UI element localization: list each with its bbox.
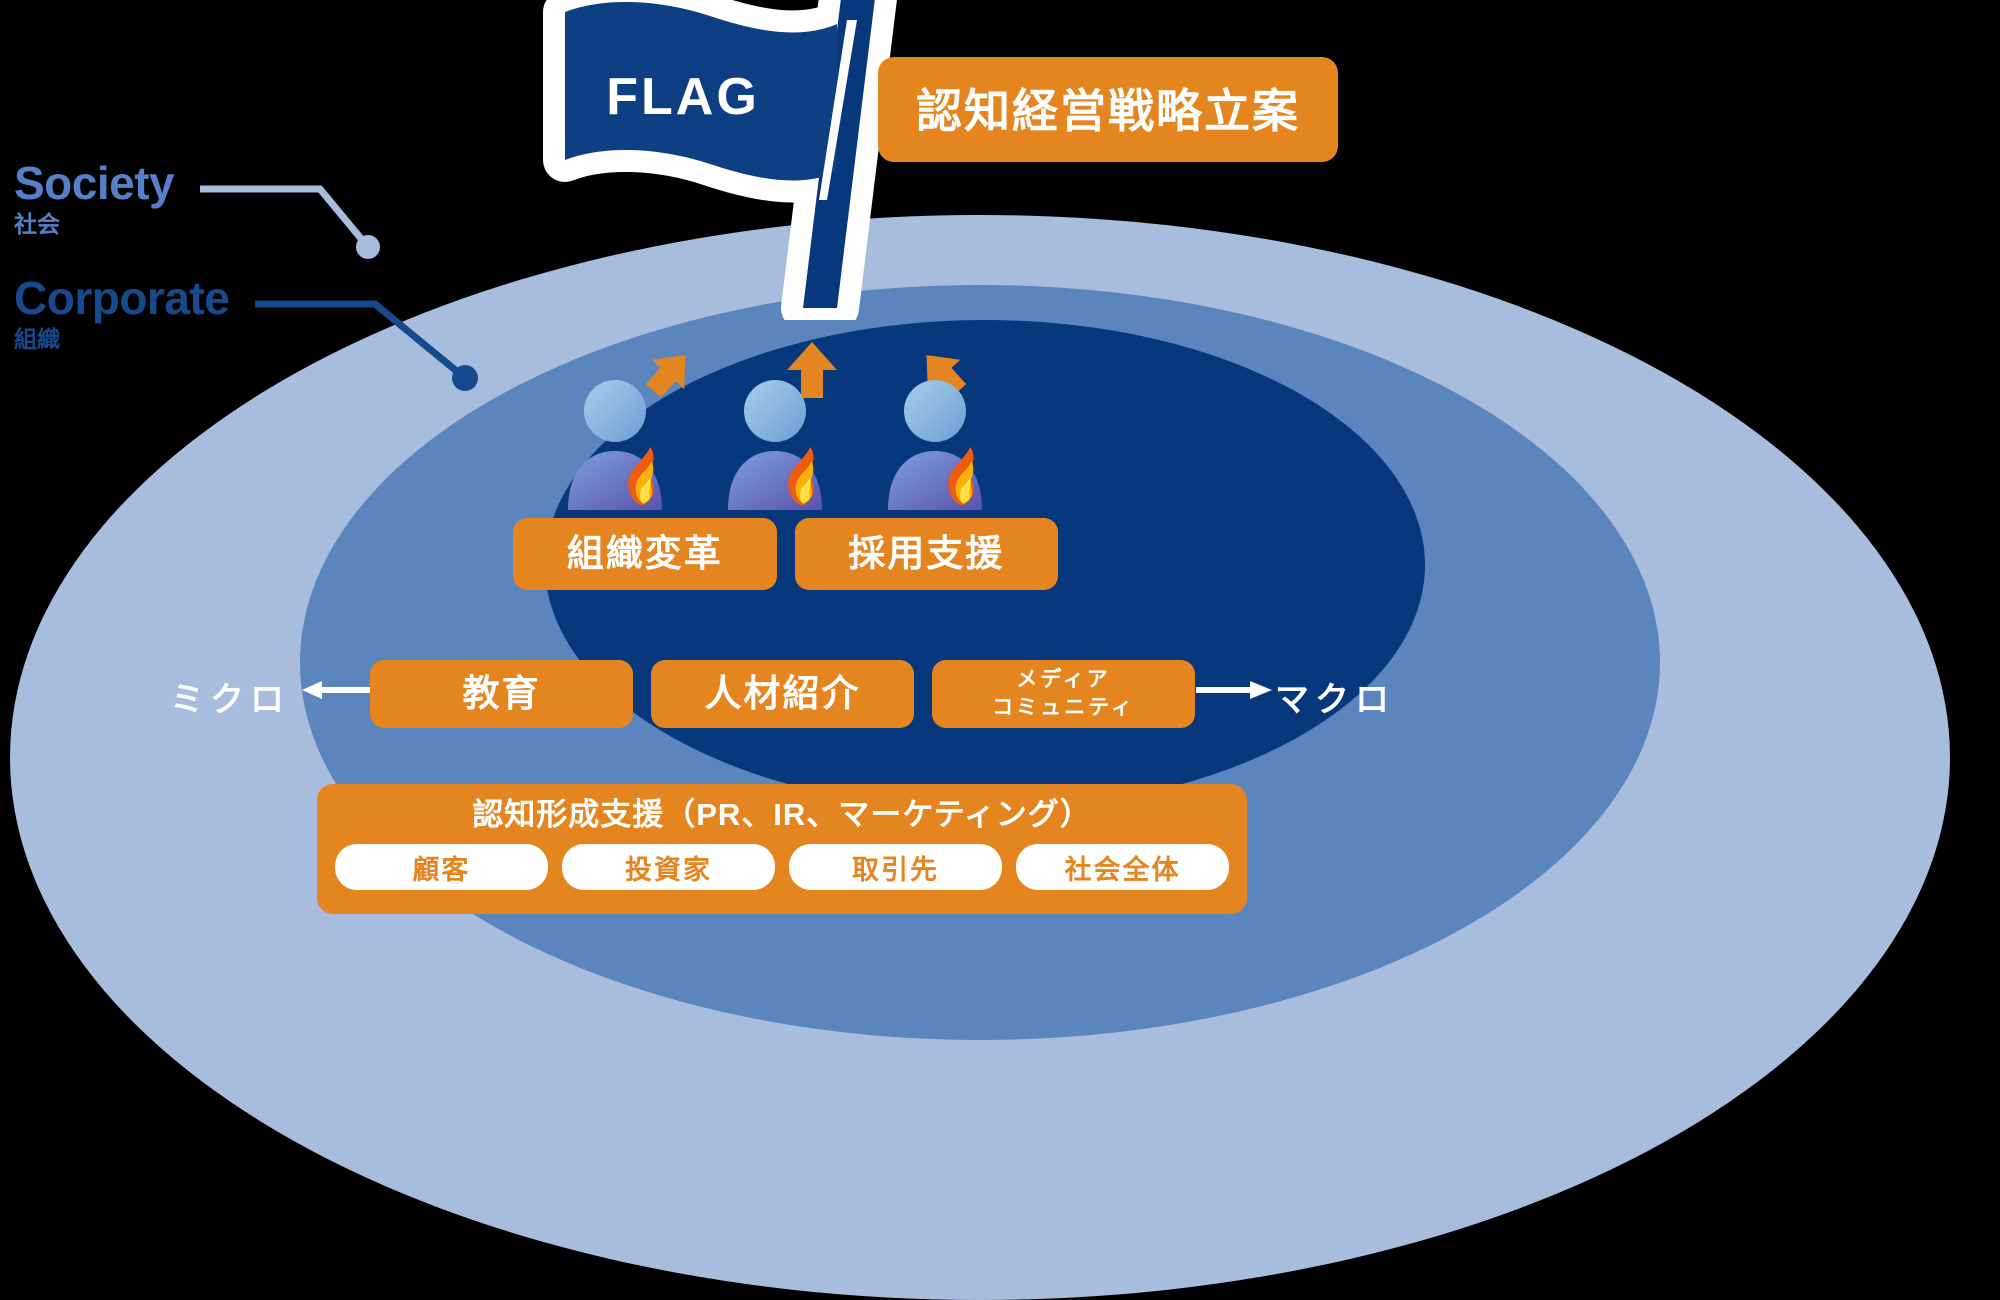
service-pill-recruitment-agency[interactable]: 人材紹介: [651, 660, 914, 728]
target-pill-society[interactable]: 社会全体: [1016, 844, 1229, 891]
service-pill-recruiting[interactable]: 採用支援: [794, 518, 1058, 590]
people-row: [560, 370, 1010, 510]
awareness-target-list: 顧客 投資家 取引先 社会全体: [335, 844, 1229, 891]
society-label: Society 社会: [14, 157, 175, 237]
flag-icon: FLAG: [455, 0, 935, 320]
target-pill-investors[interactable]: 投資家: [562, 844, 775, 891]
service-pill-media-community[interactable]: メディア コミュニティ: [932, 660, 1195, 728]
arrow-left-icon: [302, 681, 372, 699]
person-left-icon: [560, 375, 690, 510]
society-leader-line: [200, 185, 380, 259]
target-pill-customers[interactable]: 顧客: [335, 844, 548, 891]
awareness-support-panel: 認知形成支援（PR、IR、マーケティング） 顧客 投資家 取引先 社会全体: [317, 784, 1247, 914]
growth-arrows-icon: [645, 342, 967, 398]
organization-services-row: 組織変革 採用支援: [513, 518, 1058, 590]
flag-label: FLAG: [606, 68, 760, 126]
media-line-2: コミュニティ: [992, 696, 1135, 719]
corporate-leader-line: [255, 300, 478, 391]
corporate-label-en: Corporate: [14, 272, 230, 324]
strategy-badge: 認知経営戦略立案: [878, 57, 1338, 162]
person-center-icon: [720, 375, 850, 510]
awareness-panel-title: 認知形成支援（PR、IR、マーケティング）: [472, 797, 1092, 832]
service-pill-org-change[interactable]: 組織変革: [513, 518, 777, 590]
person-right-icon: [880, 375, 1010, 510]
service-spectrum-row: 教育 人材紹介 メディア コミュニティ: [370, 660, 1195, 728]
society-label-en: Society: [14, 157, 175, 209]
corporate-label-jp: 組織: [14, 326, 60, 352]
axis-label-micro: ミクロ: [170, 681, 290, 719]
corporate-label: Corporate 組織: [14, 272, 230, 352]
axis-label-macro: マクロ: [1275, 681, 1395, 719]
target-pill-partners[interactable]: 取引先: [789, 844, 1002, 891]
service-pill-education[interactable]: 教育: [370, 660, 633, 728]
society-label-jp: 社会: [14, 211, 60, 237]
media-line-1: メディア: [1016, 667, 1111, 691]
arrow-right-icon: [1196, 681, 1272, 699]
